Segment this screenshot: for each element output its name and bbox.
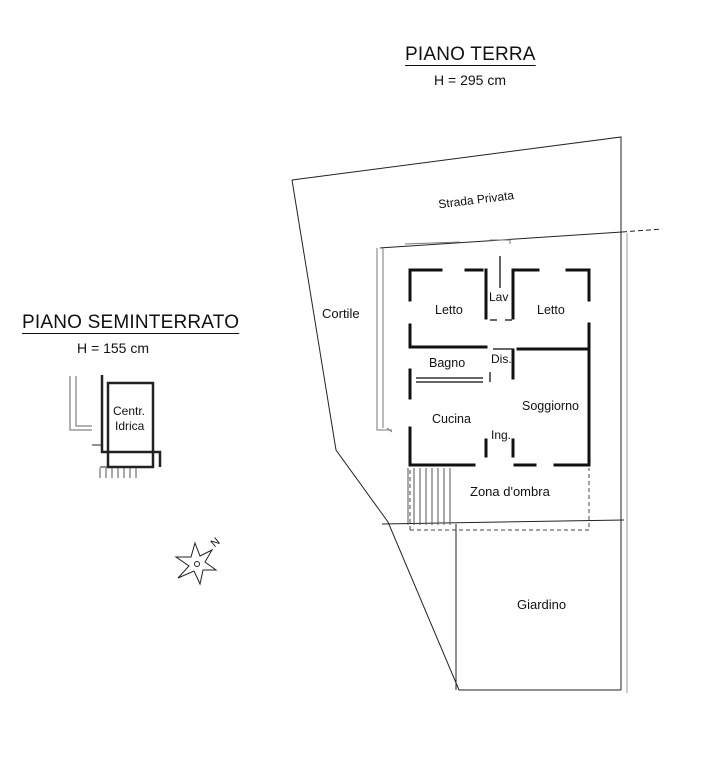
basement-title: PIANO SEMINTERRATO: [22, 312, 240, 333]
label-water-center-1: Centr.: [113, 404, 145, 418]
label-bedroom-left: Letto: [435, 303, 463, 317]
label-kitchen: Cucina: [432, 412, 471, 426]
label-bedroom-right: Letto: [537, 303, 565, 317]
label-laundry: Lav: [489, 290, 508, 304]
label-water-center-2: Idrica: [115, 419, 145, 433]
north-compass-icon: [174, 541, 218, 586]
label-private-road: Strada Privata: [438, 188, 516, 211]
entrance-stairs: [407, 468, 451, 525]
label-bathroom: Bagno: [429, 356, 465, 370]
lot-boundary: [291, 136, 663, 693]
label-hallway: Dis.: [491, 352, 512, 366]
label-entrance: Ing.: [491, 428, 511, 442]
label-north: N: [209, 536, 223, 550]
basement-plan: [69, 375, 162, 478]
shade-zone-outline: [409, 468, 590, 531]
house-walls: [408, 268, 591, 467]
interior-partitions: [416, 256, 513, 383]
label-courtyard: Cortile: [322, 306, 360, 321]
ground-floor-height: H = 295 cm: [434, 72, 506, 88]
label-shade-zone: Zona d'ombra: [470, 484, 551, 499]
label-garden: Giardino: [517, 597, 566, 612]
courtyard-fence: [376, 239, 511, 433]
basement-height: H = 155 cm: [77, 340, 149, 356]
ground-floor-title: PIANO TERRA: [405, 44, 536, 65]
label-living-room: Soggiorno: [522, 399, 579, 413]
